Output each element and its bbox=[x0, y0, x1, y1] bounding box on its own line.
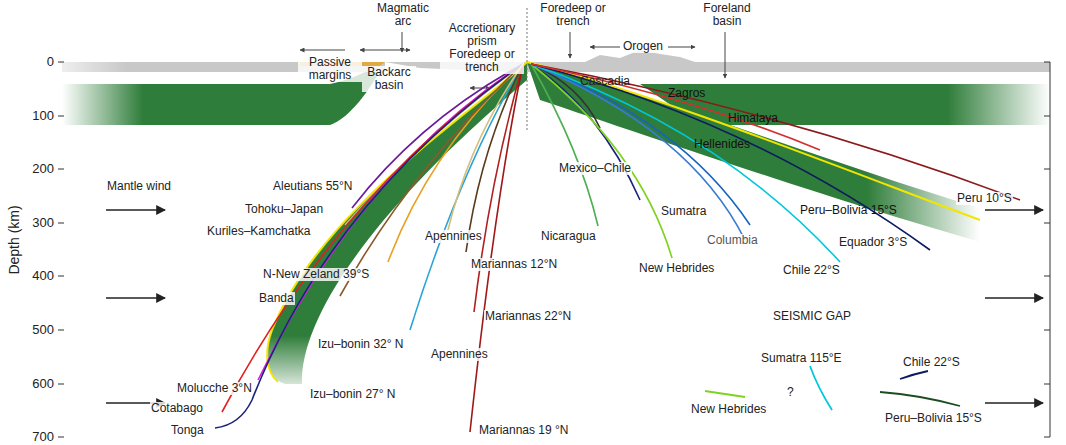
slab-label: Aleutians 55°N bbox=[272, 180, 354, 193]
slab-label: Apennines bbox=[424, 230, 483, 243]
axis-tick: 700 bbox=[14, 430, 54, 443]
flow-label: Mantle wind bbox=[106, 180, 172, 193]
region-label: Foredeep or trench bbox=[536, 2, 610, 28]
slab-label: New Hebrides bbox=[690, 403, 767, 416]
slab-label: Molucche 3°N bbox=[176, 382, 253, 395]
region-label: Backarc basin bbox=[362, 66, 416, 92]
slab-label: Chile 22°S bbox=[902, 356, 961, 369]
slab-label: Hellenides bbox=[694, 138, 750, 151]
note-label: SEISMIC GAP bbox=[772, 310, 852, 323]
axis-tick: 0 bbox=[14, 55, 54, 68]
slab-label: Zagros bbox=[668, 87, 705, 100]
slab-label: Mariannas 22°N bbox=[484, 310, 572, 323]
slab-label: Sumatra 115°E bbox=[760, 352, 843, 365]
axis-tick: 600 bbox=[14, 377, 54, 390]
region-label: Passive margins bbox=[298, 56, 362, 82]
slab-label: New Hebrides bbox=[638, 262, 715, 275]
slab-label: Izu–bonin 32° N bbox=[318, 338, 404, 351]
region-label: Accretionary prism bbox=[440, 22, 524, 48]
slab-label: Peru–Bolivia 15°S bbox=[884, 412, 983, 425]
slab-label: N-New Zeland 39°S bbox=[262, 268, 370, 281]
slab-label: Mariannas 19 °N bbox=[478, 424, 570, 437]
slab-label: Peru–Bolivia 15°S bbox=[800, 204, 897, 217]
slab-label: Izu–bonin 27° N bbox=[310, 388, 396, 401]
slab-label: Tonga bbox=[170, 424, 205, 437]
region-label: Foredeep or trench bbox=[440, 48, 524, 74]
note-label: ? bbox=[786, 386, 795, 399]
slab-label: Nicaragua bbox=[540, 230, 597, 243]
slab-label: Equador 3°S bbox=[838, 236, 908, 249]
axis-tick: 400 bbox=[14, 269, 54, 282]
slab-label: Kuriles–Kamchatka bbox=[206, 225, 311, 238]
slab-label: Mexico–Chile bbox=[558, 162, 632, 175]
slab-label: Banda bbox=[258, 292, 295, 305]
slab-label: Peru 10°S bbox=[956, 192, 1013, 205]
slab-label: Chile 22°S bbox=[782, 264, 841, 277]
region-label: Orogen bbox=[622, 40, 664, 53]
slab-label: Apennines bbox=[430, 348, 489, 361]
slab-label: Mariannas 12°N bbox=[470, 258, 558, 271]
axis-title: Depth (km) bbox=[6, 205, 22, 274]
slab-label: Columbia bbox=[706, 234, 759, 247]
region-label: Foreland basin bbox=[690, 2, 764, 28]
axis-tick: 200 bbox=[14, 162, 54, 175]
slab-label: Tohoku–Japan bbox=[244, 203, 324, 216]
axis-tick: 300 bbox=[14, 216, 54, 229]
axis-tick: 500 bbox=[14, 323, 54, 336]
axis-tick: 100 bbox=[14, 109, 54, 122]
slab-label: Sumatra bbox=[660, 205, 707, 218]
slab-label: Cascadia bbox=[580, 75, 630, 88]
slab-label: Himalaya bbox=[728, 112, 778, 125]
slab-label: Cotabago bbox=[150, 402, 204, 415]
region-label: Magmatic arc bbox=[370, 2, 436, 28]
